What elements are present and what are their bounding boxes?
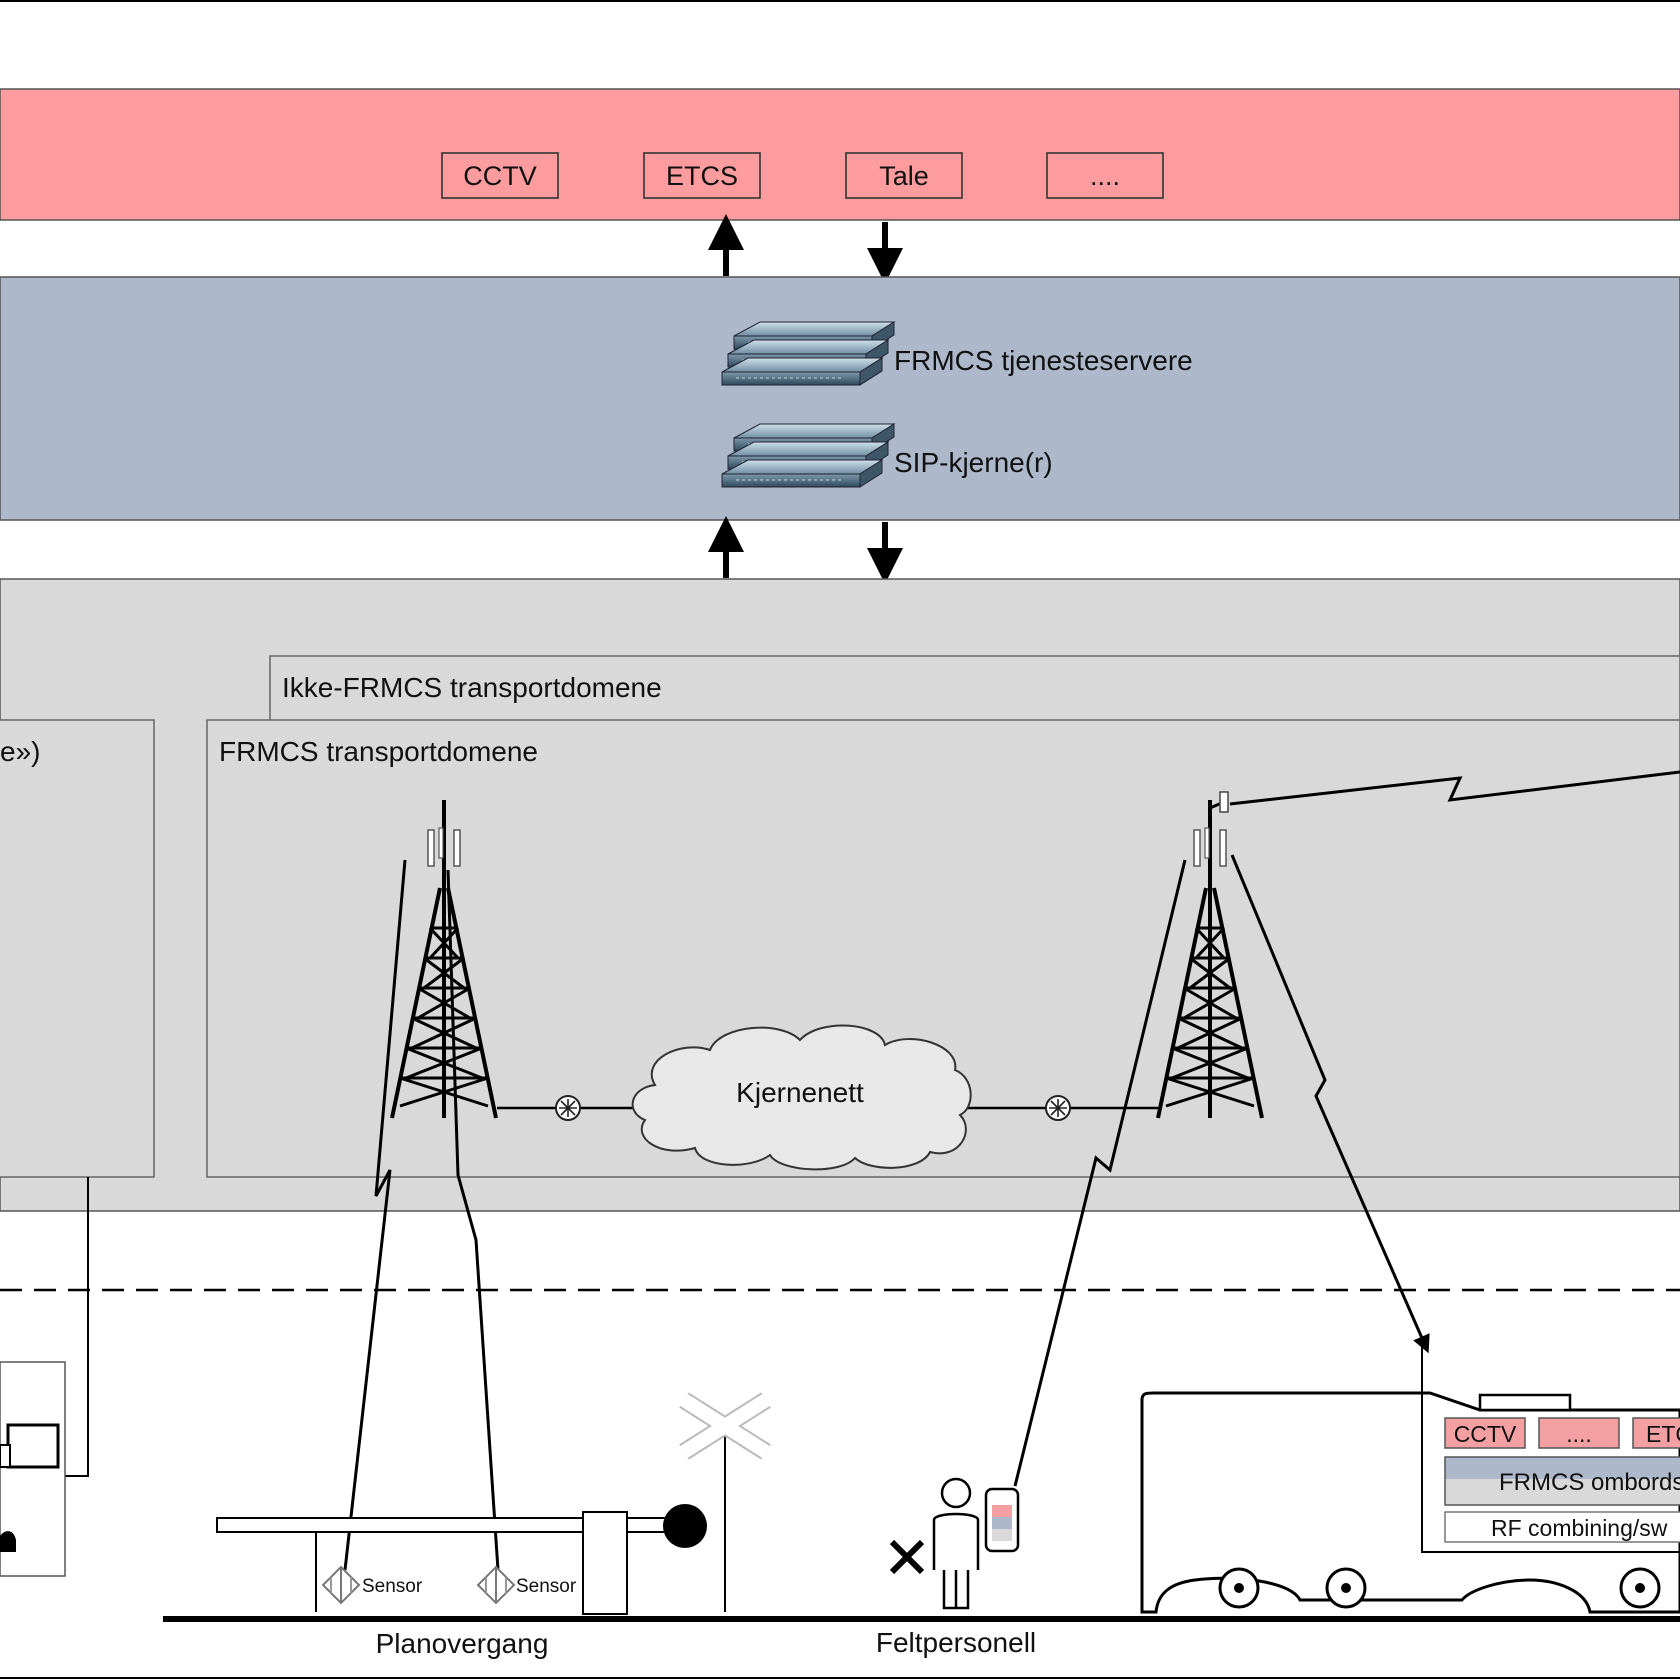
sensor-1-icon <box>322 1566 360 1604</box>
sip-core-icon <box>721 423 895 488</box>
handheld-device-icon <box>984 1487 1020 1553</box>
level-crossing-label: Planovergang <box>376 1628 549 1659</box>
frmcs-domain-label: FRMCS transportdomene <box>219 736 538 767</box>
app-box-cctv: CCTV <box>441 152 559 199</box>
train-app-label-etcs: ETC <box>1646 1421 1680 1447</box>
app-box-tale: Tale <box>845 152 963 199</box>
train-rf-label: RF combining/sw <box>1491 1515 1668 1541</box>
train-app-box-cctv: CCTV <box>1444 1417 1526 1449</box>
radio-link-train <box>1230 854 1430 1354</box>
sensor-2-label: Sensor <box>516 1576 577 1597</box>
radio-link-sensor-1 <box>343 859 407 1571</box>
non-frmcs-domain-label: Ikke-FRMCS transportdomene <box>282 672 662 703</box>
field-worker-icon <box>932 1477 980 1610</box>
tools-icon <box>889 1539 925 1575</box>
train-onboard-top-band <box>1445 1457 1680 1479</box>
app-box-more: .... <box>1046 152 1164 199</box>
core-network-cloud <box>631 1024 972 1171</box>
radio-link-handheld <box>1013 859 1187 1487</box>
radio-link-sensor-2 <box>446 869 500 1571</box>
train-rf-box <box>1444 1511 1680 1543</box>
microwave-antenna-icon <box>1209 791 1229 813</box>
core-network-label: Kjernenett <box>736 1077 864 1108</box>
coupler-left-icon <box>555 1095 581 1121</box>
app-label-etcs: ETCS <box>666 161 738 191</box>
left-domain-box <box>0 719 155 1178</box>
app-label-more: .... <box>1090 161 1120 191</box>
servers-icon <box>721 321 895 386</box>
train-onboard-box <box>1444 1456 1680 1506</box>
train-app-label-more: .... <box>1566 1421 1592 1447</box>
field-staff-label: Feltpersonell <box>876 1627 1036 1658</box>
sensor-1-label: Sensor <box>362 1576 423 1597</box>
sip-core-label: SIP-kjerne(r) <box>894 447 1053 478</box>
coupler-right-icon <box>1045 1095 1071 1121</box>
level-crossing-icon <box>216 1392 771 1615</box>
left-domain-label: e») <box>0 736 40 767</box>
app-label-tale: Tale <box>879 161 929 191</box>
servers-label: FRMCS tjenesteservere <box>894 345 1193 376</box>
microwave-link <box>1229 770 1680 806</box>
train-app-box-more: .... <box>1538 1417 1620 1449</box>
control-room-icon <box>0 1361 66 1577</box>
train-app-label-cctv: CCTV <box>1454 1421 1517 1447</box>
application-layer-band <box>0 88 1680 221</box>
train-onboard-bottom-band <box>1445 1479 1680 1505</box>
app-box-etcs: ETCS <box>643 152 761 199</box>
train-app-box-etcs: ETC <box>1632 1417 1680 1449</box>
sensor-2-icon <box>477 1566 515 1604</box>
app-label-cctv: CCTV <box>463 161 537 191</box>
train-onboard-label: FRMCS ombords <box>1499 1469 1680 1496</box>
